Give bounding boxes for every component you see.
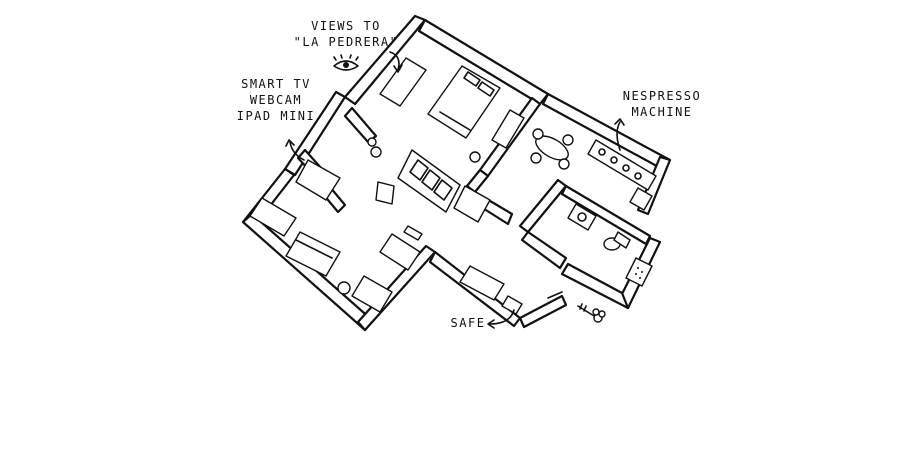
- annotation-nespresso: NESPRESSO MACHINE: [614, 89, 702, 151]
- lamp-icon: [337, 281, 351, 295]
- lamp-icon: [469, 151, 481, 163]
- coffee-table: [375, 181, 395, 205]
- annotation-tv-line2: WEBCAM: [250, 93, 302, 107]
- annotation-tv: SMART TV WEBCAM IPAD MINI: [237, 77, 316, 161]
- safe: [501, 295, 523, 315]
- annotation-views-line2: "LA PEDRERA": [294, 35, 399, 49]
- lamp-icon: [367, 137, 377, 147]
- annotation-safe-label: SAFE: [451, 316, 486, 330]
- furniture: [249, 57, 657, 315]
- annotation-nespresso-line2: MACHINE: [631, 105, 692, 119]
- annotation-views: VIEWS TO "LA PEDRERA": [294, 19, 403, 73]
- annotation-safe: SAFE: [451, 309, 515, 330]
- dining-table: [530, 128, 574, 170]
- sofa: [397, 149, 461, 213]
- annotation-tv-line1: SMART TV: [241, 77, 311, 91]
- key-icon: [577, 303, 606, 323]
- double-bed: [427, 65, 501, 139]
- wardrobe-with-safe: [459, 265, 505, 301]
- annotation-views-line1: VIEWS TO: [311, 19, 381, 33]
- tv-stand: [295, 159, 341, 201]
- annotation-nespresso-line1: NESPRESSO: [623, 89, 702, 103]
- lamp-icon: [370, 146, 382, 158]
- sofa-bed: [285, 231, 341, 277]
- annotation-tv-line3: IPAD MINI: [237, 109, 316, 123]
- kitchen-counter: [587, 139, 657, 191]
- eye-icon: [333, 54, 359, 71]
- bathroom-fixtures: [567, 203, 653, 287]
